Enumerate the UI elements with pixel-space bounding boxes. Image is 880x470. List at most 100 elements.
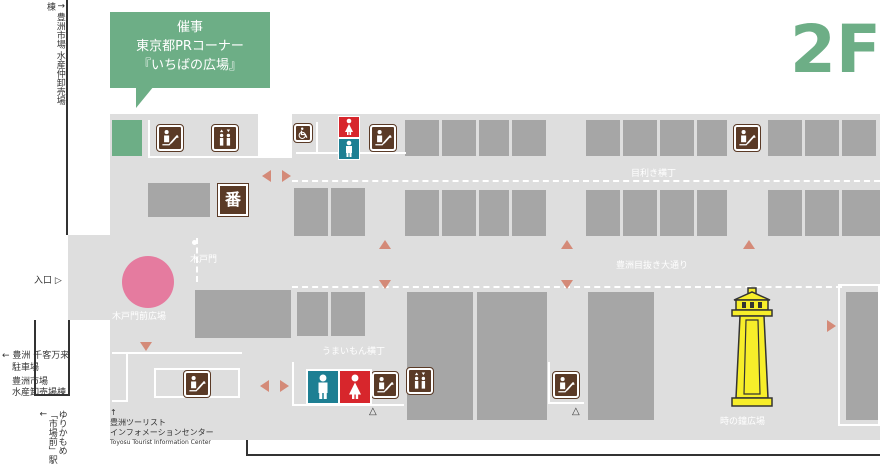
stall-block bbox=[294, 188, 328, 236]
toyosu-street-label: 豊洲目抜き大通り bbox=[616, 261, 689, 271]
restroom-women-icon[interactable] bbox=[338, 369, 372, 405]
stall-block bbox=[842, 120, 876, 156]
direction-arrow bbox=[561, 280, 573, 289]
callout-line1: 催事 bbox=[176, 20, 203, 35]
wall-line bbox=[126, 352, 128, 402]
stall-block bbox=[148, 183, 210, 217]
escalator-icon[interactable] bbox=[183, 370, 211, 398]
stall-block bbox=[512, 190, 546, 236]
stall-block bbox=[442, 190, 476, 236]
boundary-line-left-lower bbox=[34, 320, 36, 396]
stall-block bbox=[623, 120, 657, 156]
stall-block bbox=[805, 190, 839, 236]
pr-corner-callout[interactable] bbox=[110, 12, 270, 88]
wall-line bbox=[148, 120, 150, 156]
escalator-icon[interactable] bbox=[156, 124, 184, 152]
direction-arrow bbox=[280, 380, 289, 392]
stall-block bbox=[660, 190, 694, 236]
escalator-icon[interactable] bbox=[733, 124, 761, 152]
elevator-icon[interactable] bbox=[406, 367, 434, 395]
stall-block bbox=[846, 292, 880, 420]
restroom-women-icon[interactable] bbox=[338, 116, 360, 138]
info-arrow: ↑ bbox=[110, 408, 117, 417]
restroom-men-icon[interactable] bbox=[306, 369, 340, 405]
stall-block bbox=[331, 292, 365, 336]
stall-block bbox=[805, 120, 839, 156]
walkway-line bbox=[196, 238, 198, 282]
stall-block bbox=[586, 120, 620, 156]
marker-triangle: △ bbox=[369, 406, 377, 417]
info-center-label[interactable]: ↑ 豊洲ツーリスト インフォメーションセンター Toyosu Tourist I… bbox=[110, 408, 214, 448]
direction-arrow bbox=[260, 380, 269, 392]
escalator-icon[interactable] bbox=[371, 371, 399, 399]
info-line2: インフォメーションセンター bbox=[110, 428, 214, 437]
boundary-line-bottom-tick bbox=[246, 440, 248, 456]
stall-block bbox=[697, 190, 727, 236]
direction-arrow bbox=[379, 280, 391, 289]
umaimon-yokocho-label: うまいもん横丁 bbox=[322, 347, 386, 357]
stall-block bbox=[842, 190, 880, 236]
station-label: ゆりかもめ「市場前」駅 ↓ bbox=[36, 410, 67, 464]
stall-block bbox=[477, 292, 547, 420]
callout-text: 催事 東京都PRコーナー 『いちばの広場』 bbox=[110, 18, 270, 75]
stall-block bbox=[512, 120, 546, 156]
wall-line bbox=[316, 122, 318, 154]
escalator-icon[interactable] bbox=[369, 124, 397, 152]
wall-line bbox=[148, 156, 258, 158]
direction-arrow bbox=[743, 240, 755, 249]
parking-label-2: 駐車場 bbox=[12, 363, 40, 373]
stall-frame bbox=[838, 284, 880, 426]
tokinokane-label: 時の鐘広場 bbox=[720, 417, 766, 427]
walkway-line bbox=[292, 180, 880, 182]
direction-arrow bbox=[262, 170, 271, 182]
stall-block bbox=[407, 292, 473, 420]
stall-block bbox=[479, 120, 509, 156]
stall-block bbox=[195, 290, 291, 338]
floor-notch bbox=[258, 114, 292, 158]
stall-block bbox=[405, 120, 439, 156]
direction-arrow bbox=[379, 240, 391, 249]
elevator-icon[interactable] bbox=[211, 124, 239, 152]
stall-block bbox=[479, 190, 509, 236]
marker-triangle: △ bbox=[572, 406, 580, 417]
escalator-icon[interactable] bbox=[552, 371, 580, 399]
koban-icon[interactable]: 番 bbox=[217, 183, 249, 217]
clock-tower-icon[interactable] bbox=[728, 286, 776, 410]
stall-block bbox=[297, 292, 328, 336]
kidomon-plaza-marker[interactable] bbox=[122, 256, 174, 308]
wheelchair-icon[interactable] bbox=[293, 123, 313, 143]
info-line3: Toyosu Tourist Information Center bbox=[110, 439, 211, 446]
callout-line3: 『いちばの広場』 bbox=[137, 58, 242, 73]
stall-block bbox=[442, 120, 476, 156]
mekiki-yokocho-label: 目利き横丁 bbox=[631, 169, 677, 179]
direction-arrow bbox=[282, 170, 291, 182]
wall-line bbox=[292, 362, 294, 406]
pr-corner-square[interactable] bbox=[112, 120, 142, 156]
stall-block bbox=[331, 188, 365, 236]
direction-arrow bbox=[140, 342, 152, 351]
wall-line bbox=[292, 404, 404, 406]
wholesale-label-1: 豊洲市場 bbox=[12, 377, 49, 387]
escalator-area bbox=[154, 368, 240, 398]
floor-label: 2F bbox=[790, 11, 880, 88]
side-label-top: ↑ 豊洲市場 水産仲卸売場棟 bbox=[44, 2, 65, 106]
boundary-line-bottom bbox=[246, 454, 880, 456]
stall-block bbox=[405, 190, 439, 236]
stall-block bbox=[660, 120, 694, 156]
direction-arrow bbox=[561, 240, 573, 249]
floor-bottom-strip bbox=[246, 420, 880, 440]
koban-char: 番 bbox=[224, 190, 241, 209]
wall-line bbox=[112, 400, 128, 402]
stall-block bbox=[768, 120, 802, 156]
stall-block bbox=[623, 190, 657, 236]
callout-line2: 東京都PRコーナー bbox=[136, 39, 244, 54]
entrance-label[interactable]: 入口 ▷ bbox=[34, 276, 62, 286]
restroom-men-icon[interactable] bbox=[338, 138, 360, 160]
boundary-line-bottom-left bbox=[34, 394, 70, 396]
wall-line bbox=[548, 402, 584, 404]
kidomon-label: 木戸門 bbox=[190, 255, 218, 265]
wholesale-label-2: 水産卸売場棟 bbox=[12, 388, 67, 398]
boundary-line-left2 bbox=[68, 320, 70, 396]
wall-line bbox=[548, 362, 550, 404]
wall-line bbox=[112, 352, 242, 354]
